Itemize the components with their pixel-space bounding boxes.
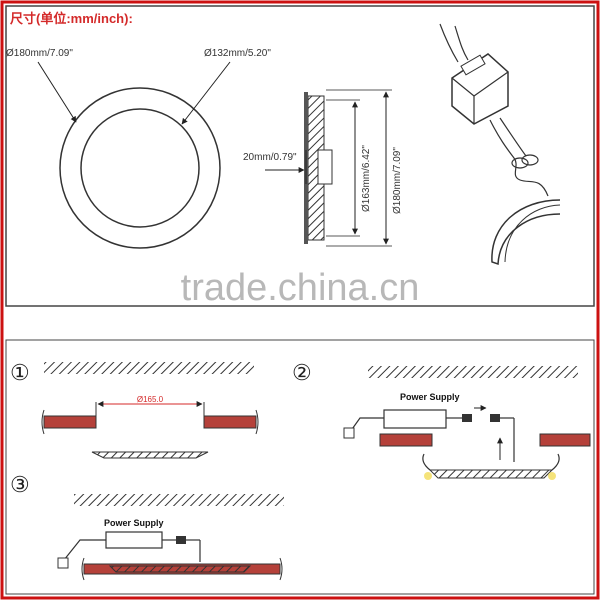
step-1-panel (91, 451, 209, 459)
step-2-spring-right (551, 453, 560, 471)
thickness-label: 20mm/0.79" (243, 152, 297, 163)
bottom-panel (5, 339, 595, 595)
outer-height-label: Ø180mm/7.09" (392, 147, 403, 214)
step-3-joist (74, 494, 284, 506)
step-3-power-supply (105, 531, 163, 549)
step-2-power-supply (383, 409, 447, 429)
step-1-ceiling-left (43, 415, 97, 429)
step-2-panel (428, 469, 554, 479)
step-2-number: ② (292, 360, 312, 385)
outer-ring (59, 87, 221, 249)
step-1-hole-label: Ø165.0 (137, 395, 164, 404)
step-1-number: ① (10, 360, 30, 385)
ring-fragment (491, 199, 561, 266)
outer-diameter-label: Ø180mm/7.09" (6, 48, 73, 59)
front-view: Ø180mm/7.09" Ø132mm/5.20" (6, 48, 271, 249)
step-1-ceiling-right (203, 415, 257, 429)
driver-box (451, 53, 509, 125)
step-2-spring-left (422, 453, 431, 471)
step-3-panel (108, 565, 252, 573)
step-2-joist (368, 366, 578, 378)
step-2-power-label: Power Supply (400, 392, 460, 402)
watermark: trade.china.cn (181, 267, 420, 309)
inner-ring (80, 108, 200, 228)
product-sketch (439, 23, 561, 266)
side-clip (317, 149, 333, 185)
step-3-plug (57, 557, 69, 569)
side-view: 20mm/0.79" Ø163mm/6.42" Ø180mm/7.09" (243, 89, 403, 247)
step-3-power-label: Power Supply (104, 518, 164, 528)
cutout-diameter-label: Ø132mm/5.20" (204, 48, 271, 59)
page-title: 尺寸(单位:mm/inch): (10, 11, 133, 26)
step-2-ceiling-left (379, 433, 433, 447)
inner-height-label: Ø163mm/6.42" (361, 145, 372, 212)
step-2-plug (343, 427, 355, 439)
outer-diameter-leader (37, 61, 77, 123)
cutout-diameter-leader (181, 61, 231, 125)
install-step-3: ③ Power Supply (10, 472, 284, 581)
step-2-ceiling-right (539, 433, 591, 447)
install-step-1: ① Ø165.0 (10, 360, 259, 459)
install-step-2: ② Power Supply (292, 360, 591, 480)
step-1-joist (44, 362, 254, 374)
top-panel (5, 5, 595, 307)
step-3-number: ③ (10, 472, 30, 497)
